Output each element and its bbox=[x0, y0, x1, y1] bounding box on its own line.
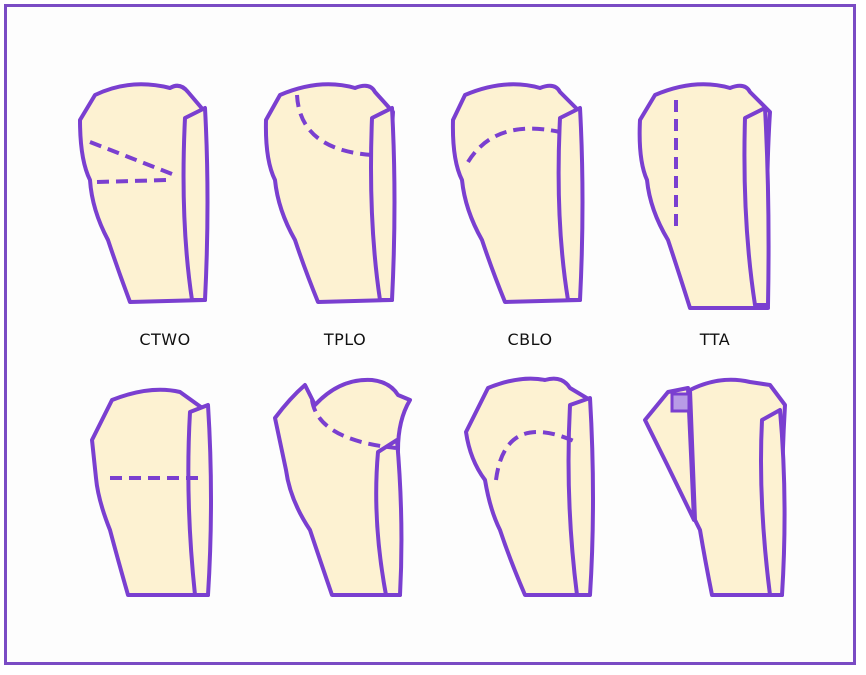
tplo-postop-tibia bbox=[275, 380, 410, 595]
tta-cage-implant bbox=[672, 394, 689, 411]
label-tplo: TPLO bbox=[275, 330, 415, 349]
ctwo-preop-tibia bbox=[80, 84, 208, 302]
ctwo-postop-tibia bbox=[92, 390, 211, 595]
label-cblo: CBLO bbox=[460, 330, 600, 349]
tta-preop-tibia bbox=[640, 84, 770, 308]
cblo-postop-tibia bbox=[466, 379, 593, 595]
label-tta: TTA bbox=[645, 330, 785, 349]
label-ctwo: CTWO bbox=[95, 330, 235, 349]
cblo-preop-tibia bbox=[453, 84, 583, 302]
tplo-preop-tibia bbox=[266, 84, 395, 302]
tta-postop-tibia bbox=[645, 380, 785, 595]
